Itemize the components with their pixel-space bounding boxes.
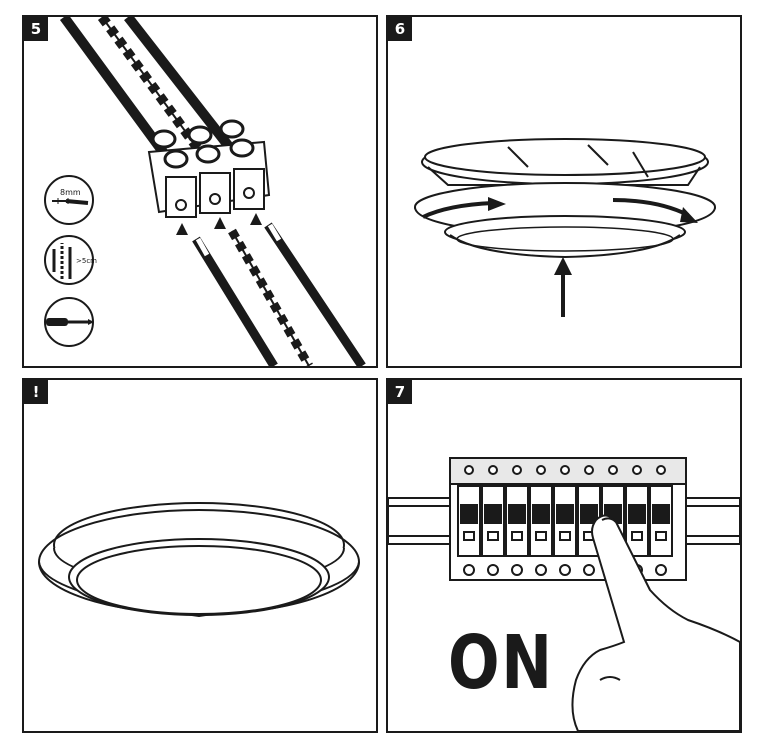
step-7-panel: 7 [386,378,742,733]
step-5-panel: 5 [22,15,378,368]
insert-arrows [176,213,262,235]
screwdriver-icon [44,297,94,347]
switch-state-label: ON [448,620,554,706]
step-number-badge: ! [24,380,48,404]
breaker-columns [457,465,673,576]
step-number-badge: 5 [24,17,48,41]
finger-icon [571,514,740,731]
supply-cable [59,17,238,170]
terminal-block [147,119,271,218]
step-6-panel: 6 [386,15,742,368]
min-length-label: >5cm [76,257,97,265]
twisted-wire-icon: >5cm [44,235,97,285]
notice-panel: ! [22,378,378,733]
light-fixture [414,182,716,259]
breaker-illustration [388,457,740,731]
strip-wire-icon: 8mm [44,175,94,225]
strip-length-label: 8mm [60,188,81,197]
up-arrow-icon [554,257,572,317]
step-number-badge: 6 [388,17,412,41]
mounting-illustration [414,138,716,317]
mounting-plate [421,138,709,186]
wiring-illustration: 8mm >5cm [44,17,366,366]
fixture-illustration [38,502,360,618]
step-number-badge: 7 [388,380,412,404]
fixture-wires [192,222,366,366]
